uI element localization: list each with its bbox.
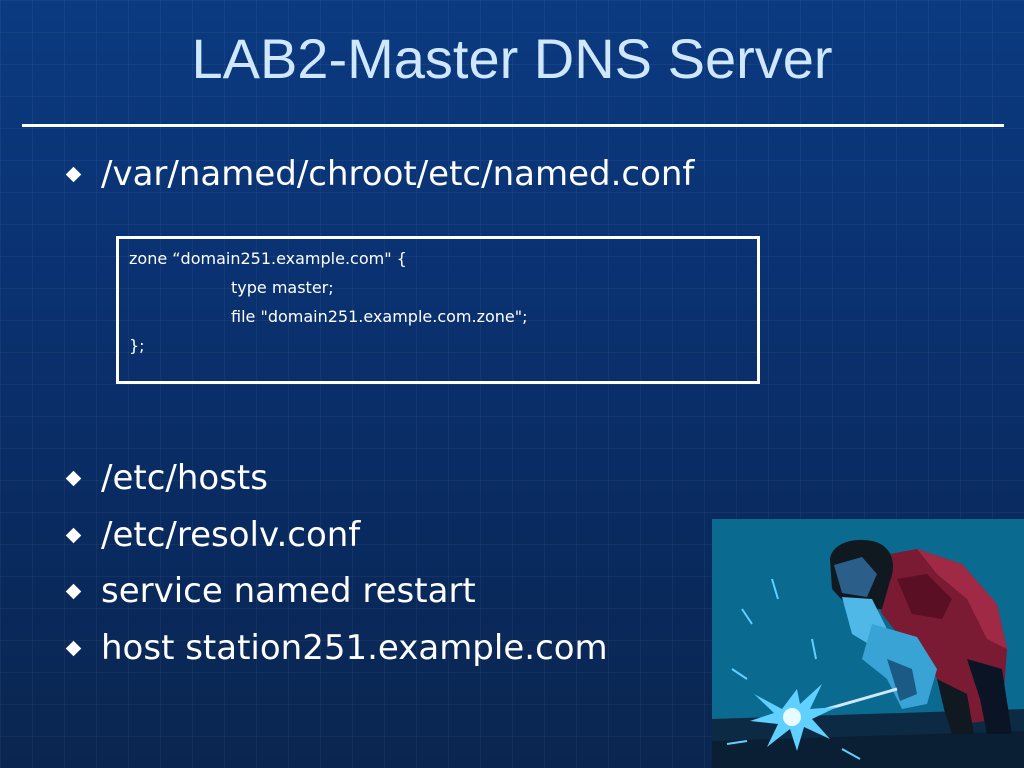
welder-clipart — [712, 519, 1024, 768]
diamond-bullet-icon — [65, 470, 82, 486]
bullet-item-hosts: /etc/hosts — [64, 456, 268, 500]
code-line: file "domain251.example.com.zone"; — [231, 307, 528, 326]
diamond-bullet-icon — [65, 640, 82, 656]
slide-title: LAB2-Master DNS Server — [191, 27, 833, 90]
code-line: }; — [129, 336, 145, 355]
bullet-item-named-conf: /var/named/chroot/etc/named.conf — [64, 152, 694, 196]
bullet-item-host-lookup: host station251.example.com — [64, 626, 608, 670]
bullet-item-service-restart: service named restart — [64, 569, 476, 613]
welder-icon — [712, 539, 1024, 768]
code-line: zone “domain251.example.com" { — [129, 249, 407, 268]
diamond-bullet-icon — [65, 527, 82, 543]
diamond-bullet-icon — [65, 583, 82, 599]
code-line: type master; — [231, 278, 334, 297]
bullet-text: /etc/hosts — [101, 458, 268, 498]
bullet-text: host station251.example.com — [101, 628, 608, 668]
bullet-text: /var/named/chroot/etc/named.conf — [101, 154, 695, 194]
diamond-bullet-icon — [65, 166, 82, 182]
bullet-text: /etc/resolv.conf — [101, 515, 361, 555]
bullet-item-resolv-conf: /etc/resolv.conf — [64, 513, 360, 557]
code-box: zone “domain251.example.com" { type mast… — [116, 236, 760, 384]
title-divider — [22, 124, 1004, 127]
bullet-text: service named restart — [101, 571, 476, 611]
